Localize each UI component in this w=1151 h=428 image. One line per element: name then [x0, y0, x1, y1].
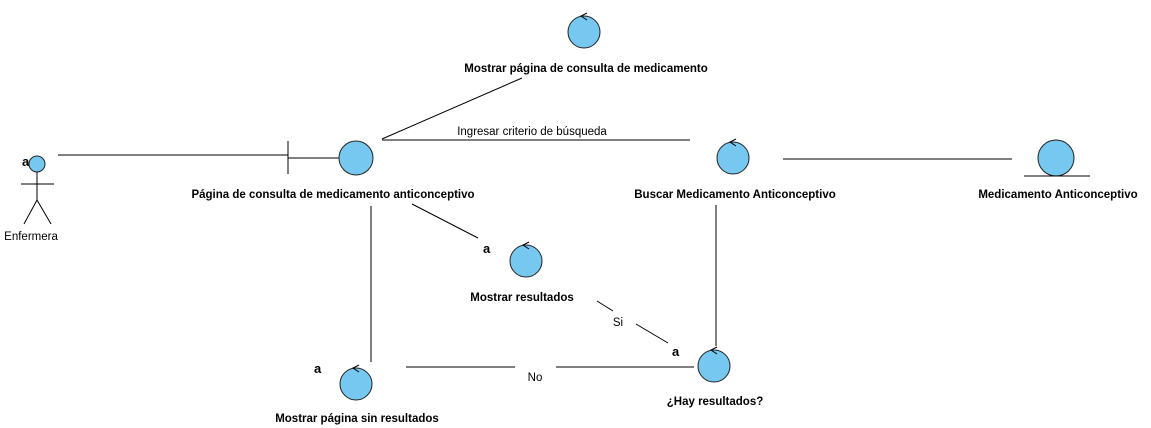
- control-icon: [339, 367, 373, 401]
- si-link-segment-2: [635, 323, 669, 344]
- control-arrow-icon: [729, 138, 737, 147]
- entity-label: Medicamento Anticonceptivo: [978, 189, 1137, 201]
- control-arrow-icon: [522, 241, 530, 250]
- boundary-to-mostrar-consulta-link: [381, 77, 523, 140]
- actor-marker: a: [22, 154, 30, 169]
- control-sin-resultados[interactable]: a Mostrar página sin resultados: [275, 361, 439, 425]
- control-marker: a: [483, 241, 491, 256]
- control-icon: [716, 141, 750, 175]
- control-icon: [509, 244, 543, 278]
- control-sin-resultados-label: Mostrar página sin resultados: [275, 413, 439, 425]
- boundary-label: Página de consulta de medicamento antico…: [191, 189, 474, 201]
- entity-medicamento[interactable]: Medicamento Anticonceptivo: [978, 139, 1138, 201]
- control-hay-resultados-label: ¿Hay resultados?: [667, 396, 764, 408]
- control-marker: a: [314, 361, 322, 376]
- control-arrow-icon: [352, 364, 360, 373]
- boundary-icon: [338, 140, 374, 176]
- control-mostrar-resultados[interactable]: a Mostrar resultados: [470, 241, 574, 304]
- entity-icon: [1037, 139, 1075, 177]
- si-link-segment-1: [596, 300, 614, 312]
- control-mostrar-consulta-label: Mostrar página de consulta de medicament…: [464, 63, 707, 75]
- control-hay-resultados[interactable]: a ¿Hay resultados?: [667, 344, 764, 408]
- control-mostrar-resultados-label: Mostrar resultados: [470, 292, 574, 304]
- control-buscar-medicamento[interactable]: Buscar Medicamento Anticonceptivo: [634, 138, 836, 201]
- boundary-pagina-consulta[interactable]: Página de consulta de medicamento antico…: [191, 140, 475, 201]
- control-arrow-icon: [580, 12, 588, 21]
- message-si: Si: [613, 317, 623, 329]
- actor-head-icon: [28, 155, 46, 173]
- actor-left-leg: [23, 199, 38, 225]
- boundary-to-mostrar-resultados-link: [411, 203, 479, 239]
- control-icon: [567, 15, 601, 49]
- control-mostrar-consulta[interactable]: Mostrar página de consulta de medicament…: [464, 12, 708, 75]
- message-ingresar-criterio: Ingresar criterio de búsqueda: [457, 126, 607, 138]
- message-no: No: [528, 372, 543, 384]
- actor-enfermera[interactable]: a Enfermera: [4, 154, 58, 243]
- control-buscar-label: Buscar Medicamento Anticonceptivo: [634, 189, 836, 201]
- actor-right-leg: [36, 199, 52, 225]
- control-marker: a: [672, 344, 680, 359]
- control-arrow-icon: [710, 346, 718, 355]
- control-icon: [697, 349, 731, 383]
- actor-name: Enfermera: [4, 231, 58, 243]
